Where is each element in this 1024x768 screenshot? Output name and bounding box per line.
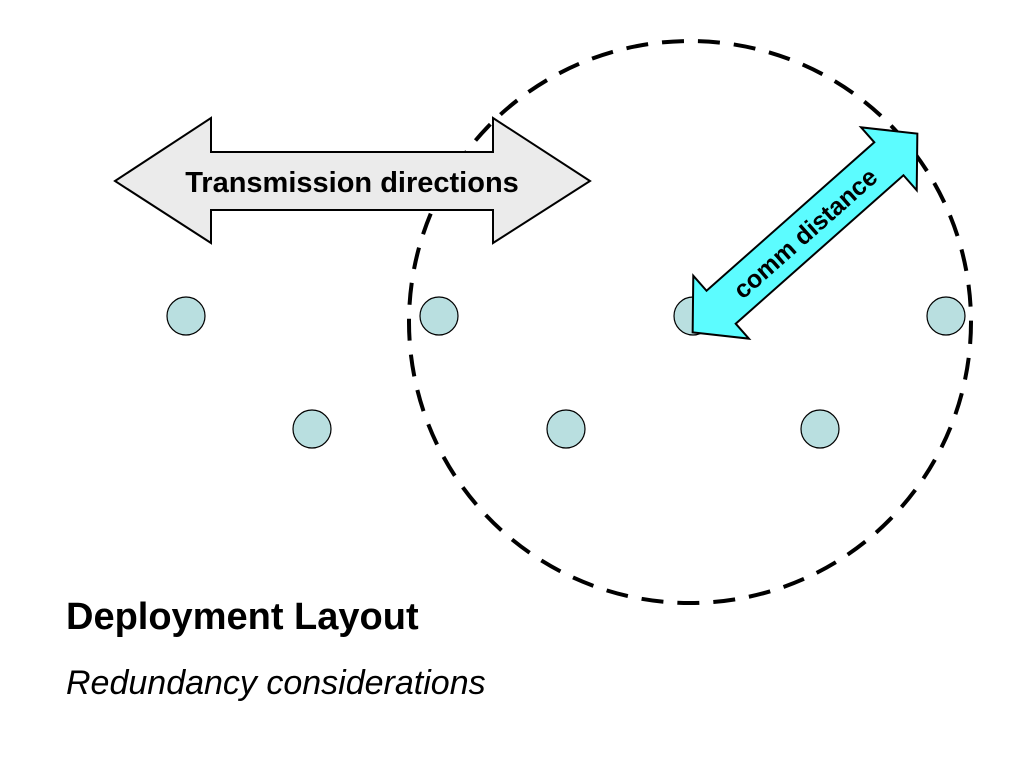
comm-distance-arrow: comm distance [691, 126, 919, 340]
sensor-node [166, 296, 206, 336]
sensor-node [419, 296, 459, 336]
transmission-directions-label: Transmission directions [185, 167, 519, 199]
sensor-node [926, 296, 966, 336]
double-arrow-icon [691, 126, 919, 340]
communication-range-circle [407, 39, 973, 605]
double-arrow-icon [113, 116, 592, 245]
slide-subtitle: Redundancy considerations [66, 664, 486, 702]
sensor-node [800, 409, 840, 449]
transmission-directions-arrow: Transmission directions [113, 116, 592, 245]
sensor-node [292, 409, 332, 449]
slide-title: Deployment Layout [66, 596, 419, 638]
comm-distance-label: comm distance [728, 163, 883, 305]
sensor-node [546, 409, 586, 449]
